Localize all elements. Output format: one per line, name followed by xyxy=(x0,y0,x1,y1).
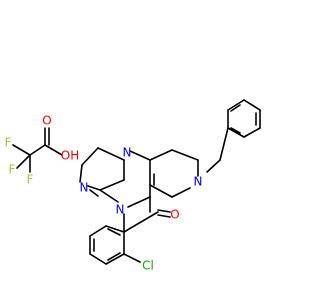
bond xyxy=(97,147,125,161)
atom-label-f1: F xyxy=(5,136,12,150)
bond xyxy=(105,253,125,265)
bond xyxy=(157,209,171,213)
atom-label-oh: OH xyxy=(61,149,79,163)
molecule-svg: O N N N N Cl F F F O OH xyxy=(5,99,261,273)
bond xyxy=(107,252,121,261)
bond xyxy=(171,187,191,198)
molecule-diagram: O N N N N Cl F F F O OH xyxy=(4,99,261,273)
bond xyxy=(127,196,151,208)
bond xyxy=(243,99,261,111)
bond xyxy=(206,159,221,173)
bond xyxy=(81,147,99,166)
bond xyxy=(89,189,99,197)
atom-label-n-fused-a: N xyxy=(123,146,132,160)
atom-label-n-benzyl: N xyxy=(116,203,125,217)
bond xyxy=(243,127,261,138)
atom-label-cl: Cl xyxy=(142,259,154,273)
bond xyxy=(107,228,121,236)
bond xyxy=(123,253,141,263)
bond xyxy=(149,149,173,161)
bond xyxy=(87,185,101,191)
atom-labels: O N N N N Cl F F F O OH xyxy=(5,114,203,273)
bond xyxy=(157,214,171,218)
bond xyxy=(123,211,159,233)
bond xyxy=(219,127,229,161)
bond xyxy=(171,149,199,161)
atom-label-o-carbonyl: O xyxy=(170,208,179,222)
bond xyxy=(129,150,151,161)
bond xyxy=(149,184,173,198)
bond xyxy=(12,144,31,156)
atom-label-f3: F xyxy=(9,163,16,177)
atom-label-n-fused-b: N xyxy=(80,181,89,195)
bond xyxy=(230,104,241,112)
bond xyxy=(16,154,31,169)
bond xyxy=(227,99,245,111)
bond xyxy=(230,127,241,134)
bonds xyxy=(12,99,261,265)
bond xyxy=(227,127,245,138)
bond xyxy=(99,189,119,203)
bond xyxy=(79,164,83,183)
bond xyxy=(99,179,125,191)
bond xyxy=(44,144,63,156)
atom-label-n-amine: N xyxy=(194,175,203,189)
bond xyxy=(89,253,107,265)
bond xyxy=(105,225,125,233)
bond xyxy=(29,144,46,156)
atom-label-o-acid: O xyxy=(42,114,51,128)
bond xyxy=(89,225,107,237)
atom-label-f2: F xyxy=(27,173,34,187)
